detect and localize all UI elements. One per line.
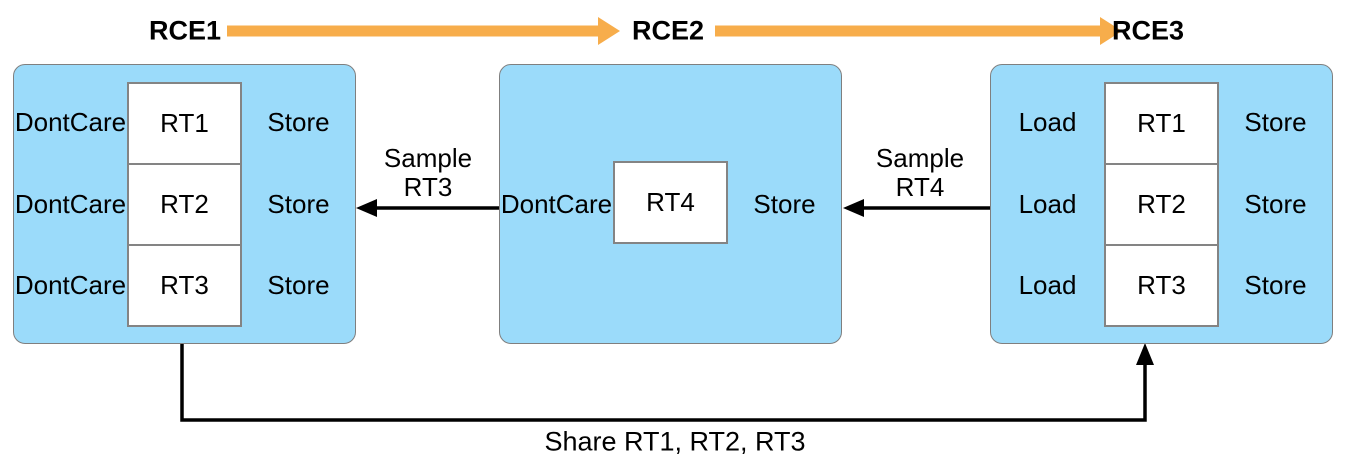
render-target-cell: RT1 [1137,107,1186,138]
render-target-cell: RT2 [1106,162,1217,244]
sample-rt4-caption-line1: Sample [875,142,965,173]
load-action-label: DontCare [14,188,127,219]
store-action-label: Store [267,270,330,301]
share-caption: Share RT1, RT2, RT3 [544,426,806,457]
rce3-render-target-stack: RT1 RT2 RT3 [1104,81,1219,327]
store-action-label: Store [1244,270,1307,301]
load-action-label: Load [1018,106,1077,137]
render-target-cell: RT3 [129,243,240,325]
load-action-label: DontCare [500,188,613,219]
timeline-arrow-rce1-rce2-icon [227,17,620,45]
load-action-label: DontCare [14,270,127,301]
store-action-label: Store [1244,188,1307,219]
sample-rt4-caption: Sample RT4 [875,142,965,202]
rce1-load-actions-column: DontCare DontCare DontCare [14,82,127,327]
sample-rt4-caption-line2: RT4 [895,172,945,202]
rce3-store-actions-column: Store Store Store [1219,82,1332,327]
rce3-load-actions-column: Load Load Load [991,82,1104,327]
render-target-cell: RT3 [1106,243,1217,325]
store-action-label: Store [753,188,816,219]
sample-rt3-caption: Sample RT3 [383,142,473,202]
store-action-label: Store [267,188,330,219]
sample-rt3-caption-line2: RT3 [403,172,453,202]
rce2-pass-box: DontCare RT4 Store [499,64,842,344]
store-action-label: Store [1244,106,1307,137]
timeline-arrow-rce2-rce3-icon [715,17,1122,45]
rce1-title: RCE1 [148,15,222,46]
render-target-cell: RT4 [613,161,728,244]
rce1-render-target-stack: RT1 RT2 RT3 [127,81,242,327]
store-action-label: Store [267,106,330,137]
sample-rt3-caption-line1: Sample [383,142,473,173]
render-target-cell: RT2 [129,162,240,244]
load-action-label: Load [1018,188,1077,219]
rce3-title: RCE3 [1111,15,1185,46]
rce1-pass-box: DontCare DontCare DontCare RT1 RT2 RT3 S… [13,64,356,344]
load-action-label: DontCare [14,106,127,137]
render-target-cell: RT1 [160,107,209,138]
rce3-pass-box: Load Load Load RT1 RT2 RT3 Store Store S… [990,64,1333,344]
load-action-label: Load [1018,270,1077,301]
rce2-title: RCE2 [631,15,705,46]
rce1-store-actions-column: Store Store Store [242,82,355,327]
share-arrow-icon [180,343,1154,422]
